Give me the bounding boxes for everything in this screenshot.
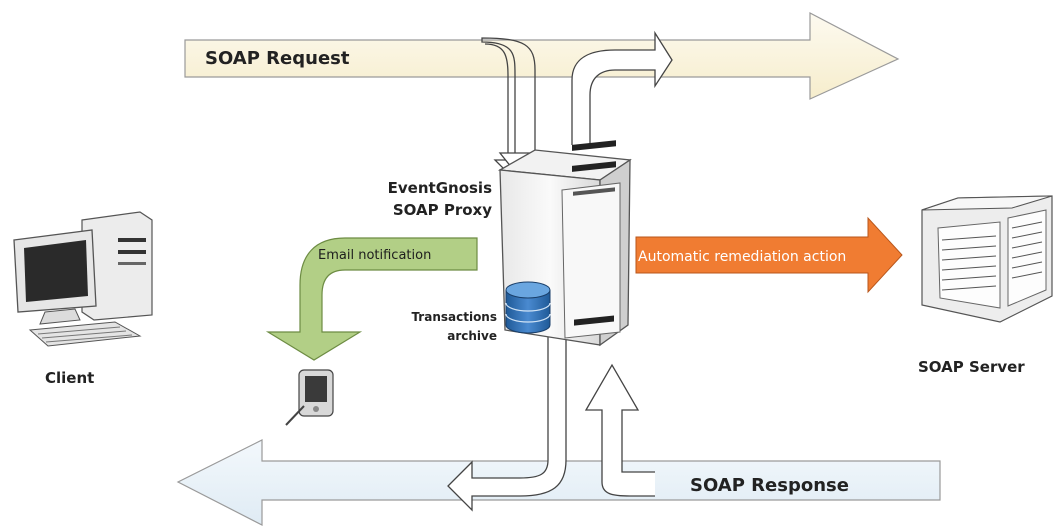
remediation-arrow: Automatic remediation action: [635, 216, 903, 294]
response-flow-arrows: [447, 335, 655, 512]
soap-response-label: SOAP Response: [690, 475, 849, 496]
soap-request-arrow: SOAP Request: [184, 12, 900, 100]
client-label: Client: [45, 369, 94, 387]
database-icon: [505, 281, 551, 334]
proxy-label-1: EventGnosis: [388, 179, 492, 197]
client-computer-icon: [13, 211, 153, 347]
soap-server-label: SOAP Server: [918, 358, 1025, 376]
remediation-label: Automatic remediation action: [638, 249, 846, 265]
soap-request-label: SOAP Request: [205, 48, 350, 69]
email-notification-arrow: Email notification: [265, 237, 478, 361]
soap-server-icon: [921, 195, 1053, 323]
transactions-label-1: Transactions: [411, 310, 497, 324]
proxy-server-icon: [497, 140, 632, 347]
pda-icon: [285, 369, 334, 426]
transactions-label-2: archive: [447, 329, 497, 343]
proxy-label-2: SOAP Proxy: [393, 201, 492, 219]
email-notification-label: Email notification: [318, 248, 431, 263]
